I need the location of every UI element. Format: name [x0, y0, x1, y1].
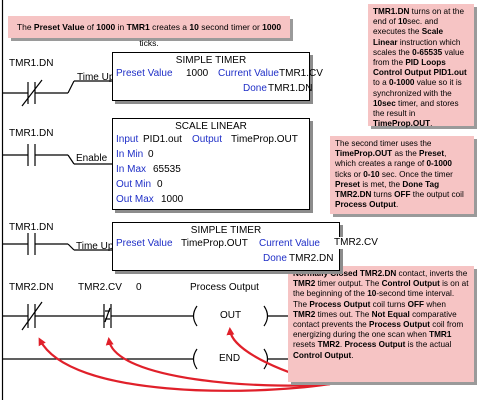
- note-output: Normally Closed TMR2.DN contact, inverts…: [288, 266, 474, 382]
- out-min-label: Out Min: [116, 179, 152, 190]
- input-value[interactable]: PID1.out: [143, 134, 182, 145]
- rung-1-wiring: [3, 79, 113, 107]
- out-min-value[interactable]: 0: [157, 179, 163, 190]
- in-max-value[interactable]: 65535: [153, 164, 181, 175]
- simple-timer-block-1[interactable]: SIMPLE TIMER Preset Value 1000 Current V…: [112, 52, 323, 101]
- block-title: SCALE LINEAR: [175, 121, 247, 132]
- rung4-compare-value[interactable]: 0: [136, 282, 142, 293]
- rung4-compare-tag[interactable]: TMR2.CV: [78, 282, 122, 293]
- preset-label: Preset Value: [116, 238, 173, 249]
- rung3-line-label: Time Up: [76, 241, 114, 252]
- simple-timer-block-2[interactable]: SIMPLE TIMER Preset Value TimeProp.OUT C…: [112, 222, 340, 271]
- note-tmr1: TMR1.DN turns on at the end of 10sec. an…: [368, 4, 474, 129]
- rung-5-wiring: [3, 348, 288, 370]
- rung4-coil-label[interactable]: OUT: [220, 310, 242, 321]
- input-label: Input: [116, 134, 139, 145]
- note-tmr2: The second timer uses the TimeProp.OUT a…: [330, 136, 474, 214]
- rung1-line-label: Time Up: [77, 72, 115, 83]
- rung2-contact-tag[interactable]: TMR1.DN: [9, 128, 54, 139]
- output-value[interactable]: TimeProp.OUT: [231, 134, 298, 145]
- current-value-label: Current Value: [218, 68, 279, 79]
- arrow-to-not-equal-contact: [105, 337, 331, 387]
- done-label: Done: [263, 253, 287, 264]
- rung-3-wiring: [3, 233, 113, 255]
- rung-4-wiring: [3, 301, 288, 331]
- done-value[interactable]: TMR2.DN: [289, 253, 334, 264]
- rung2-line-label: Enable: [76, 153, 108, 164]
- callout-arrows: [38, 327, 331, 392]
- done-label: Done: [243, 83, 267, 94]
- out-max-label: Out Max: [116, 194, 154, 205]
- output-label: Output: [192, 134, 223, 145]
- current-value[interactable]: TMR1.CV: [279, 68, 323, 79]
- note-preset-text: The Preset Value of 1000 in TMR1 creates…: [16, 22, 282, 48]
- rung3-contact-tag[interactable]: TMR1.DN: [9, 222, 54, 233]
- note-output-text: Normally Closed TMR2.DN contact, inverts…: [293, 269, 469, 360]
- done-value[interactable]: TMR1.DN: [268, 83, 313, 94]
- rung-2-wiring: [3, 144, 113, 166]
- scale-linear-block[interactable]: SCALE LINEAR Input PID1.out Output TimeP…: [112, 118, 310, 210]
- in-min-label: In Min: [116, 149, 144, 160]
- arrow-to-tmr2-contact: [38, 337, 331, 392]
- preset-label: Preset Value: [116, 68, 173, 79]
- current-value-label: Current Value: [259, 238, 320, 249]
- note-tmr2-text: The second timer uses the TimeProp.OUT a…: [335, 139, 464, 210]
- preset-value[interactable]: 1000: [186, 68, 209, 79]
- in-max-label: In Max: [116, 164, 147, 175]
- note-tmr1-text: TMR1.DN turns on at the end of 10sec. an…: [373, 7, 467, 129]
- rung5-coil-label[interactable]: END: [219, 353, 241, 364]
- block-title: SIMPLE TIMER: [175, 55, 247, 66]
- rung4-contact-tag[interactable]: TMR2.DN: [9, 282, 54, 293]
- rung4-coil-tag[interactable]: Process Output: [190, 282, 259, 293]
- in-min-value[interactable]: 0: [148, 149, 154, 160]
- block-title: SIMPLE TIMER: [190, 225, 262, 236]
- rung1-contact-tag[interactable]: TMR1.DN: [9, 58, 54, 69]
- preset-value[interactable]: TimeProp.OUT: [181, 238, 248, 249]
- out-max-value[interactable]: 1000: [161, 194, 184, 205]
- note-preset: The Preset Value of 1000 in TMR1 creates…: [8, 16, 290, 48]
- rung3-current-value-overflow[interactable]: TMR2.CV: [332, 237, 380, 249]
